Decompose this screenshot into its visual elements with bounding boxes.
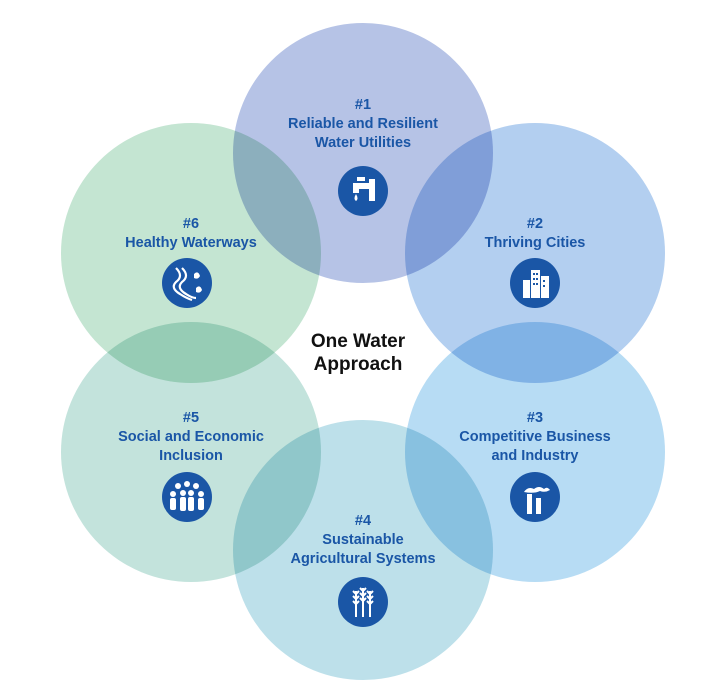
label-2: #2 Thriving Cities xyxy=(420,215,650,253)
label-6: #6 Healthy Waterways xyxy=(76,215,306,253)
factory-icon xyxy=(510,472,560,522)
name-3-line1: Competitive Business xyxy=(459,429,611,445)
wheat-icon xyxy=(338,577,388,627)
name-3-line2: and Industry xyxy=(491,448,579,464)
name-6-line1: Healthy Waterways xyxy=(125,235,257,251)
number-4: #4 xyxy=(354,513,372,529)
center-title: One Water Approach xyxy=(263,330,453,376)
number-5: #5 xyxy=(182,410,200,426)
number-1: #1 xyxy=(354,97,372,113)
center-title-line2: Approach xyxy=(313,354,403,375)
number-2: #2 xyxy=(526,216,544,232)
city-buildings-icon xyxy=(510,258,560,308)
number-3: #3 xyxy=(526,410,544,426)
center-title-line1: One Water xyxy=(310,331,406,352)
name-2-line1: Thriving Cities xyxy=(484,235,586,251)
name-1-line2: Water Utilities xyxy=(314,135,412,151)
label-3: #3 Competitive Business and Industry xyxy=(420,409,650,466)
label-1: #1 Reliable and Resilient Water Utilitie… xyxy=(248,96,478,153)
circle-6 xyxy=(61,123,321,383)
people-group-icon xyxy=(162,472,212,522)
name-5-line1: Social and Economic xyxy=(118,429,264,445)
name-4-line1: Sustainable xyxy=(322,532,404,548)
label-5: #5 Social and Economic Inclusion xyxy=(76,409,306,466)
name-5-line2: Inclusion xyxy=(159,448,223,464)
name-4-line2: Agricultural Systems xyxy=(290,551,436,567)
water-tap-icon xyxy=(338,166,388,216)
label-4: #4 Sustainable Agricultural Systems xyxy=(248,512,478,569)
name-1-line1: Reliable and Resilient xyxy=(288,116,438,132)
river-icon xyxy=(162,258,212,308)
number-6: #6 xyxy=(182,216,200,232)
